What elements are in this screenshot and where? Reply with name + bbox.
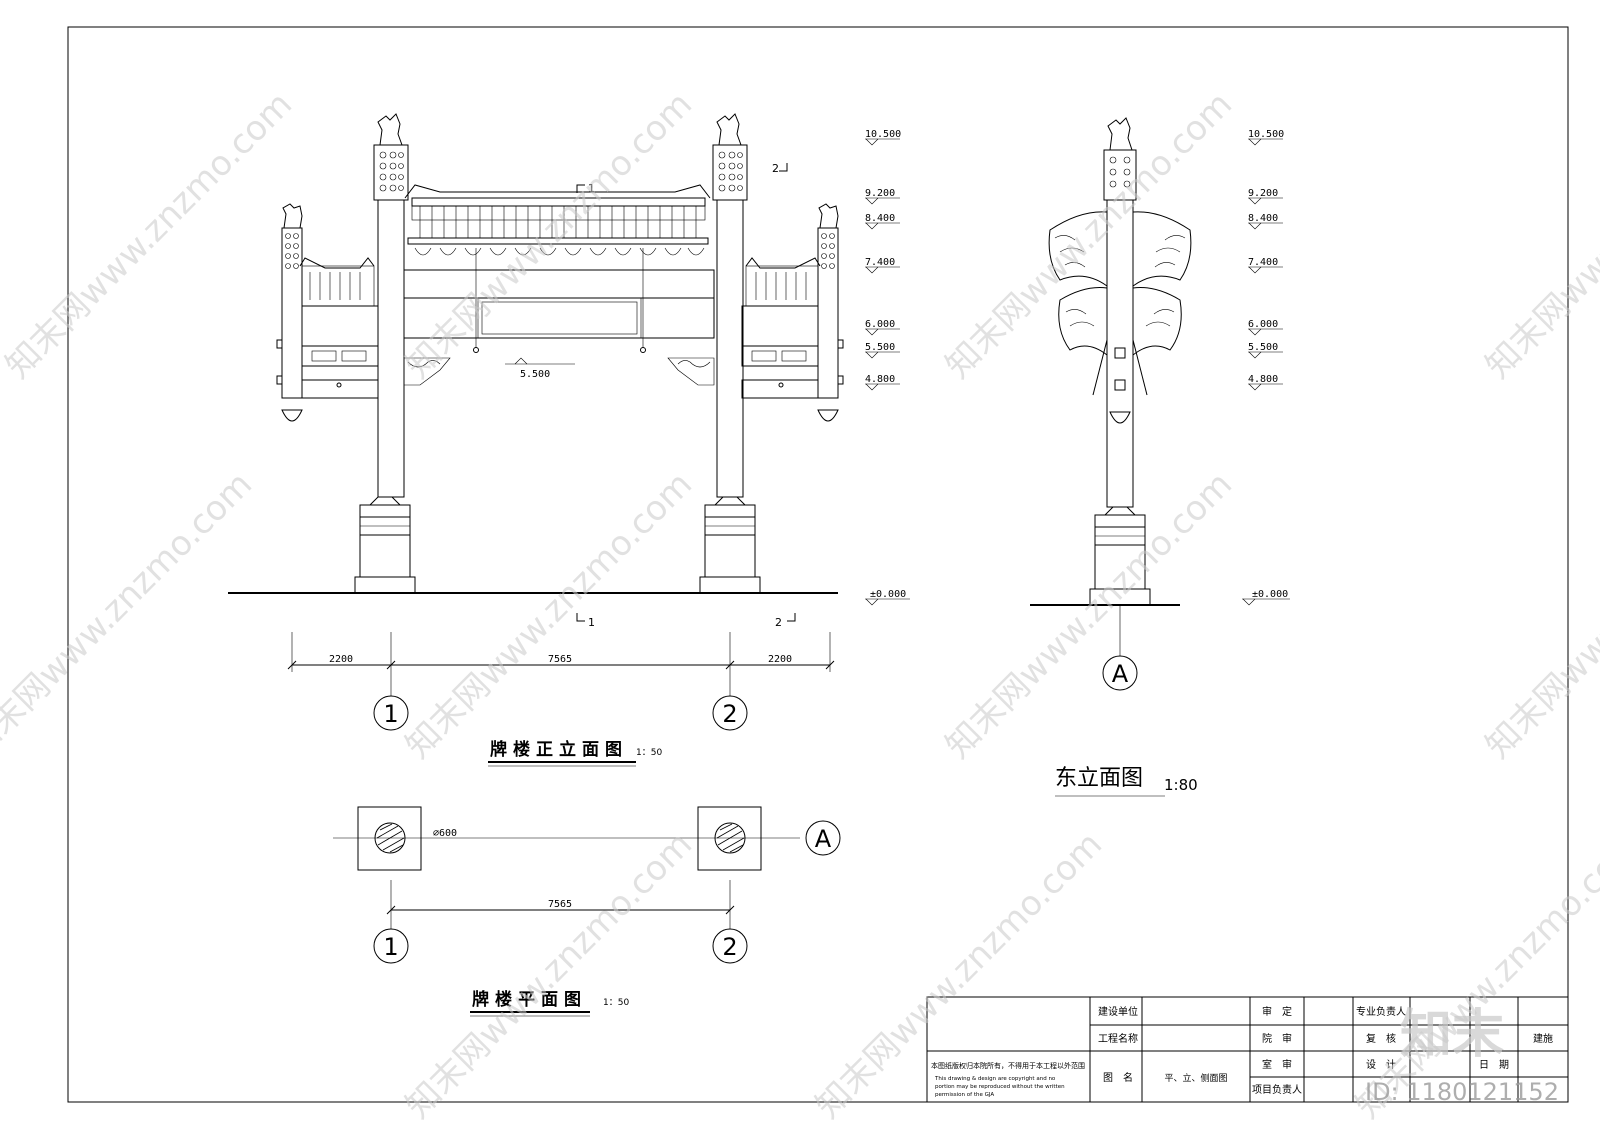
client-label: 建设单位 xyxy=(1098,1005,1138,1018)
svg-text:A: A xyxy=(815,825,832,853)
dim-right: 2200 xyxy=(768,654,792,665)
axis-bubble-a xyxy=(1102,655,1138,691)
dim-center: 7565 xyxy=(548,654,572,665)
copyright-en-1: This drawing & design are copyright and … xyxy=(934,1076,1056,1082)
front-elevation: 1 2 1 2 5.500 2200 7565 2200 1 2 xyxy=(228,113,844,767)
axis-bubble-1 xyxy=(373,695,409,731)
plaque-beam xyxy=(403,297,715,339)
svg-text:9.200: 9.200 xyxy=(865,188,895,199)
plan-title: 牌楼平面图 xyxy=(472,989,587,1010)
watermark: 知末网www.znzmo.com 知末网www.znzmo.com 知末网www… xyxy=(0,84,1600,1126)
institute-review-label: 院 审 xyxy=(1262,1032,1292,1045)
svg-text:±0.000: ±0.000 xyxy=(870,589,906,600)
svg-text:4.800: 4.800 xyxy=(1248,374,1278,385)
section-mark-1-top: 1 xyxy=(588,182,595,195)
finial-beast-icon xyxy=(1107,117,1133,151)
svg-text:9.200: 9.200 xyxy=(1248,188,1278,199)
svg-text:知末网www.znzmo.com: 知末网www.znzmo.com xyxy=(398,824,700,1126)
right-main-column xyxy=(699,113,761,594)
front-level-markers: 10.500 9.200 8.400 7.400 6.000 5.500 4.8… xyxy=(865,129,910,606)
central-bay xyxy=(403,184,715,386)
svg-text:6.000: 6.000 xyxy=(865,319,895,330)
status-value: 建施 xyxy=(1533,1032,1553,1045)
section-mark-1-bottom: 1 xyxy=(588,616,595,629)
svg-text:1: 1 xyxy=(383,700,398,728)
plan-column-1 xyxy=(357,806,422,871)
svg-text:7.400: 7.400 xyxy=(865,257,895,268)
svg-text:±0.000: ±0.000 xyxy=(1252,589,1288,600)
design-label: 设 计 xyxy=(1366,1058,1396,1071)
copyright-en-3: permission of the GJA xyxy=(935,1092,994,1098)
svg-text:8.400: 8.400 xyxy=(1248,213,1278,224)
svg-text:A: A xyxy=(1112,660,1129,688)
svg-text:2: 2 xyxy=(722,700,737,728)
svg-text:5.500: 5.500 xyxy=(865,342,895,353)
svg-text:知末网www.znzmo.com: 知末网www.znzmo.com xyxy=(398,464,700,766)
watermark-id: ID: 1180121152 xyxy=(1365,1078,1559,1106)
svg-text:知末网www.znzmo.com: 知末网www.znzmo.com xyxy=(1478,84,1600,386)
svg-text:10.500: 10.500 xyxy=(1248,129,1284,140)
east-level-markers: 10.500 9.200 8.400 7.400 6.000 5.500 4.8… xyxy=(1242,129,1290,606)
svg-text:5.500: 5.500 xyxy=(1248,342,1278,353)
plan-axis-bubble-2 xyxy=(712,928,748,964)
plan-dim: 7565 xyxy=(548,899,572,910)
title-block: 建设单位 工程名称 图 名 平、立、侧面图 审 定 院 审 室 审 项目负责人 … xyxy=(926,996,1569,1103)
svg-text:2: 2 xyxy=(722,933,737,961)
hanging-lotus-icon xyxy=(281,409,303,422)
svg-text:知末网www.znzmo.com: 知末网www.znzmo.com xyxy=(938,84,1240,386)
east-elevation: A 东立面图 1:80 xyxy=(1030,117,1198,797)
copyright-en-2: portion may be reproduced without the wr… xyxy=(935,1084,1065,1090)
svg-text:知末网www.znzmo.com: 知末网www.znzmo.com xyxy=(1478,464,1600,766)
front-dimension-line: 2200 7565 2200 xyxy=(287,632,835,672)
watermark-brand: 知末 xyxy=(1400,1005,1504,1065)
specialty-lead-label: 专业负责人 xyxy=(1356,1005,1406,1018)
project-lead-label: 项目负责人 xyxy=(1252,1083,1302,1096)
svg-text:8.400: 8.400 xyxy=(865,213,895,224)
plan-axis-bubble-1 xyxy=(373,928,409,964)
svg-text:4.800: 4.800 xyxy=(865,374,895,385)
axis-bubble-2 xyxy=(712,695,748,731)
svg-text:知末网www.znzmo.com: 知末网www.znzmo.com xyxy=(938,464,1240,766)
left-side-bay xyxy=(276,203,379,422)
plan-diameter-label: ⌀600 xyxy=(433,828,457,839)
svg-text:知末网www.znzmo.com: 知末网www.znzmo.com xyxy=(0,464,260,766)
front-elevation-title: 牌楼正立面图 xyxy=(490,739,628,760)
drawing-name: 平、立、侧面图 xyxy=(1164,1072,1227,1084)
approve-label: 审 定 xyxy=(1262,1005,1292,1018)
bracket-row xyxy=(414,247,705,256)
svg-text:7.400: 7.400 xyxy=(1248,257,1278,268)
section-mark-2-bottom: 2 xyxy=(775,616,782,629)
mid-level-label: 5.500 xyxy=(520,369,550,380)
plan-view: ⌀600 A 7565 1 2 牌楼平面图 1：50 xyxy=(333,806,841,1017)
front-elevation-scale: 1：50 xyxy=(636,748,662,758)
date-label: 日 期 xyxy=(1479,1059,1509,1071)
copyright-cn: 本图纸版权归本院所有，不得用于本工程以外范围 xyxy=(931,1061,1085,1070)
finial-beast-icon xyxy=(716,113,742,146)
section-mark-2-top: 2 xyxy=(772,162,779,175)
drawing-label: 图 名 xyxy=(1103,1071,1133,1084)
project-label: 工程名称 xyxy=(1098,1032,1138,1045)
svg-text:1: 1 xyxy=(383,933,398,961)
recheck-label: 复 核 xyxy=(1366,1032,1396,1045)
east-elevation-title: 东立面图 xyxy=(1055,766,1143,791)
svg-text:6.000: 6.000 xyxy=(1248,319,1278,330)
sheet-border xyxy=(67,26,1569,1103)
plan-axis-bubble-a xyxy=(805,820,841,856)
svg-text:知末网www.znzmo.com: 知末网www.znzmo.com xyxy=(398,84,700,386)
svg-text:10.500: 10.500 xyxy=(865,129,901,140)
finial-beast-icon xyxy=(377,113,403,146)
plan-column-2 xyxy=(697,806,762,871)
svg-text:知末网www.znzmo.com: 知末网www.znzmo.com xyxy=(0,84,300,386)
dim-left: 2200 xyxy=(329,654,353,665)
hanging-lotus-icon xyxy=(1109,411,1131,424)
plan-scale: 1：50 xyxy=(603,998,629,1008)
office-review-label: 室 审 xyxy=(1262,1058,1292,1071)
hanging-lotus-icon xyxy=(817,409,839,422)
right-side-bay xyxy=(741,203,844,422)
east-elevation-scale: 1:80 xyxy=(1164,776,1198,794)
